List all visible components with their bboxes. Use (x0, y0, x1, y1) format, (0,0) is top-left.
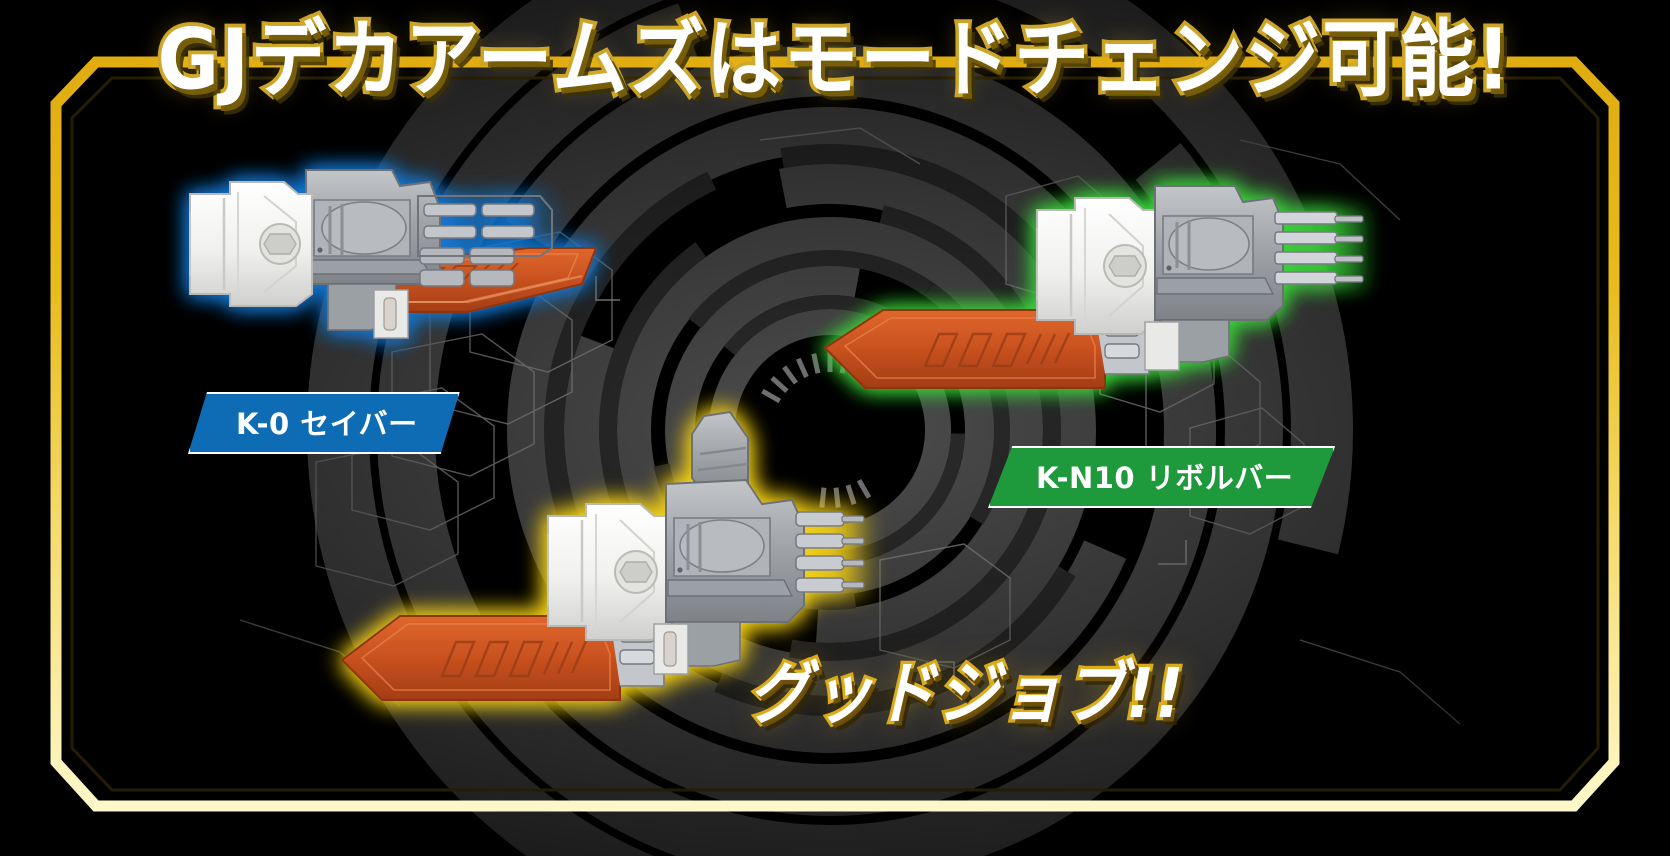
callout-saber-text: K-0 セイバー (236, 407, 418, 441)
toy-revolver-mode (805, 160, 1405, 440)
barrel-fingers (1274, 211, 1364, 285)
goodjob-text: グッドジョブ!! (745, 650, 1187, 737)
title-container: GJデカアームズはモードチェンジ可能! (0, 14, 1670, 106)
saber-assembly (189, 169, 598, 339)
toy-saber-mode (178, 152, 818, 382)
gray-gauntlet (1144, 185, 1364, 371)
folded-fingers (795, 511, 865, 593)
white-connector-block (189, 181, 313, 307)
callout-revolver-text: K-N10 リボルバー (1036, 461, 1294, 495)
callout-label-saber[interactable]: K-0 セイバー (188, 392, 460, 454)
white-connector-block (1036, 197, 1158, 335)
callout-label-revolver[interactable]: K-N10 リボルバー (988, 446, 1336, 508)
revolver-assembly (823, 185, 1364, 389)
page-title: GJデカアームズはモードチェンジ可能! (154, 10, 1514, 109)
gray-thumbsup-hand (653, 410, 865, 675)
white-connector-block (547, 503, 669, 641)
